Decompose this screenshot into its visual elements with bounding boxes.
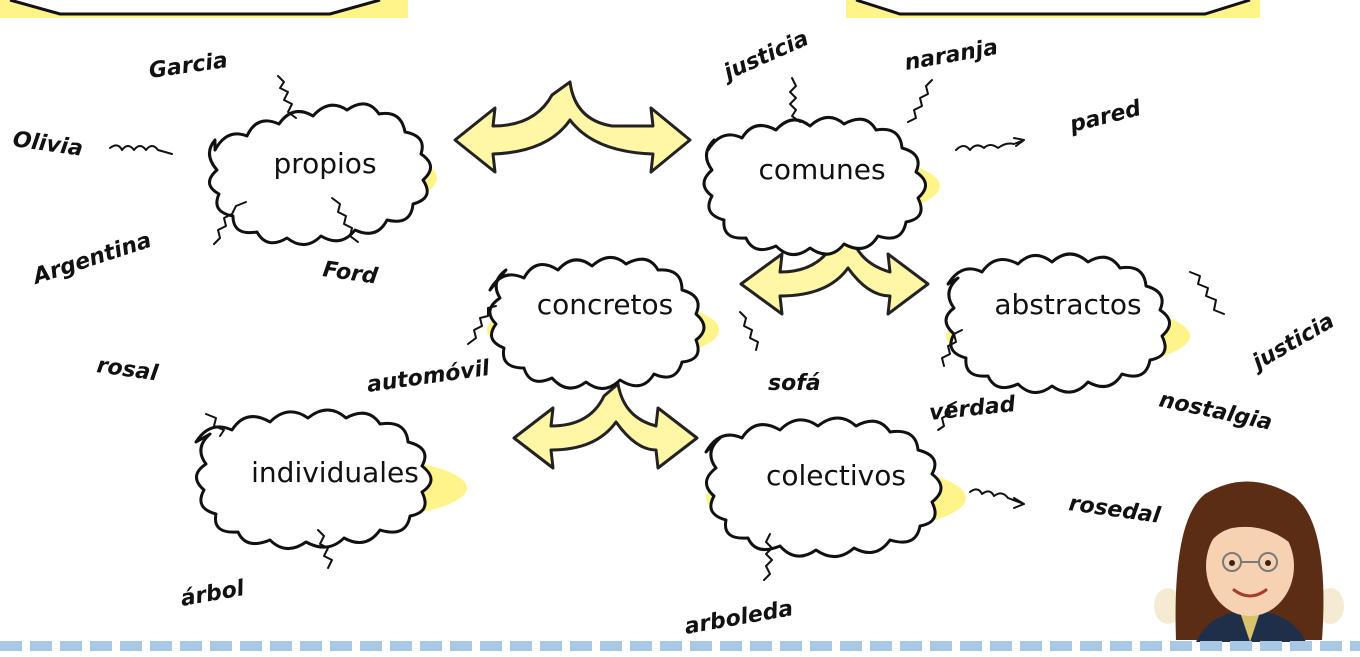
example-nostalgia: nostalgia bbox=[1157, 387, 1275, 435]
node-abstractos: abstractos bbox=[994, 288, 1141, 321]
node-colectivos: colectivos bbox=[766, 459, 906, 492]
example-naranja: naranja bbox=[903, 35, 1000, 76]
example-olivia: Olivia bbox=[11, 127, 84, 162]
example-justicia-comunes: justicia bbox=[718, 26, 813, 87]
example-ford: Ford bbox=[321, 257, 379, 289]
example-rosal: rosal bbox=[95, 353, 160, 386]
cloud-individuales: individuales bbox=[194, 408, 467, 550]
teacher-avatar-icon bbox=[1154, 481, 1344, 642]
cloud-comunes: comunes bbox=[702, 116, 940, 256]
double-arrow-individuales-colectivos bbox=[512, 382, 699, 470]
cloud-abstractos: abstractos bbox=[944, 252, 1190, 394]
node-comunes: comunes bbox=[758, 153, 885, 186]
node-propios: propios bbox=[273, 147, 376, 180]
cloud-propios: propios bbox=[208, 102, 437, 246]
top-right-banner bbox=[846, 0, 1260, 18]
connectors bbox=[109, 75, 1225, 581]
example-garcia: Garcia bbox=[147, 48, 229, 84]
example-verdad: verdad bbox=[928, 392, 1017, 426]
example-argentina: Argentina bbox=[28, 228, 154, 290]
example-arbol: árbol bbox=[179, 576, 247, 612]
example-arboleda: arboleda bbox=[683, 596, 795, 640]
double-arrow-concretos-abstractos bbox=[739, 226, 930, 316]
top-left-banner bbox=[0, 0, 408, 18]
example-rosedal: rosedal bbox=[1067, 491, 1162, 529]
example-pared: pared bbox=[1066, 96, 1143, 138]
example-justicia-abstractos: justicia bbox=[1246, 309, 1339, 377]
node-individuales: individuales bbox=[251, 456, 419, 489]
cloud-concretos: concretos bbox=[487, 256, 719, 390]
example-sofa: sofá bbox=[768, 371, 821, 396]
example-automovil: automóvil bbox=[365, 356, 491, 398]
node-concretos: concretos bbox=[537, 288, 674, 321]
cloud-colectivos: colectivos bbox=[704, 416, 966, 558]
double-arrow-propios-comunes bbox=[453, 80, 692, 174]
